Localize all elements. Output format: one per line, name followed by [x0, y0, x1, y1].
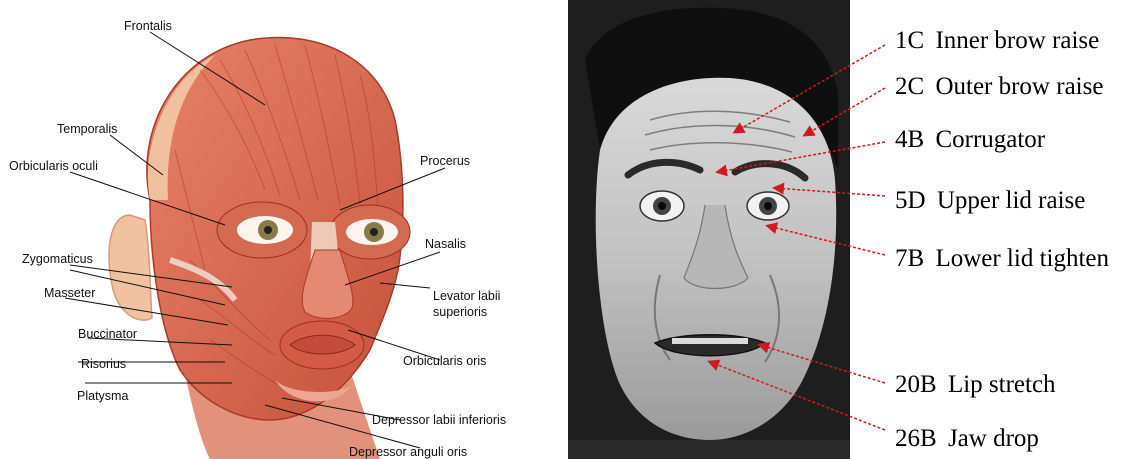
anatomy-panel	[109, 38, 410, 459]
label-orbicularis-oris: Orbicularis oris	[403, 354, 486, 368]
au-20b: 20B Lip stretch	[895, 371, 1056, 398]
au-4b: 4B Corrugator	[895, 126, 1046, 153]
label-nasalis: Nasalis	[425, 237, 466, 251]
label-procerus: Procerus	[420, 154, 470, 168]
photo-panel	[568, 0, 850, 459]
label-temporalis: Temporalis	[57, 122, 117, 136]
au-7b-code: 7B	[895, 245, 924, 272]
au-1c: 1C Inner brow raise	[895, 27, 1099, 54]
au-20b-label: Lip stretch	[948, 371, 1056, 398]
au-1c-code: 1C	[895, 27, 924, 54]
label-levator-1: Levator labii	[433, 289, 500, 303]
label-depressor-labii: Depressor labii inferioris	[372, 413, 506, 427]
au-5d-label: Upper lid raise	[937, 187, 1086, 214]
au-2c-label: Outer brow raise	[935, 73, 1103, 100]
label-depressor-anguli: Depressor anguli oris	[349, 445, 467, 459]
au-26b: 26B Jaw drop	[895, 425, 1039, 452]
label-masseter: Masseter	[44, 286, 95, 300]
au-1c-label: Inner brow raise	[935, 27, 1099, 54]
au-4b-label: Corrugator	[935, 126, 1045, 153]
au-5d: 5D Upper lid raise	[895, 187, 1085, 214]
au-26b-code: 26B	[895, 425, 937, 452]
au-5d-code: 5D	[895, 187, 926, 214]
label-platysma: Platysma	[77, 389, 128, 403]
au-4b-code: 4B	[895, 126, 924, 153]
au-26b-label: Jaw drop	[948, 425, 1039, 452]
label-levator-2: superioris	[433, 305, 487, 319]
label-risorius: Risorius	[81, 357, 126, 371]
au-2c: 2C Outer brow raise	[895, 73, 1103, 100]
label-buccinator: Buccinator	[78, 327, 137, 341]
label-orbicularis-oculi: Orbicularis oculi	[9, 159, 98, 173]
au-7b: 7B Lower lid tighten	[895, 245, 1110, 272]
au-2c-code: 2C	[895, 73, 924, 100]
label-zygomaticus: Zygomaticus	[22, 252, 93, 266]
au-7b-label: Lower lid tighten	[935, 245, 1109, 272]
au-20b-code: 20B	[895, 371, 937, 398]
label-frontalis: Frontalis	[124, 19, 172, 33]
ear-shape	[109, 215, 152, 320]
photo-teeth	[672, 338, 748, 344]
action-unit-labels: 1C Inner brow raise 2C Outer brow raise …	[895, 27, 1110, 452]
